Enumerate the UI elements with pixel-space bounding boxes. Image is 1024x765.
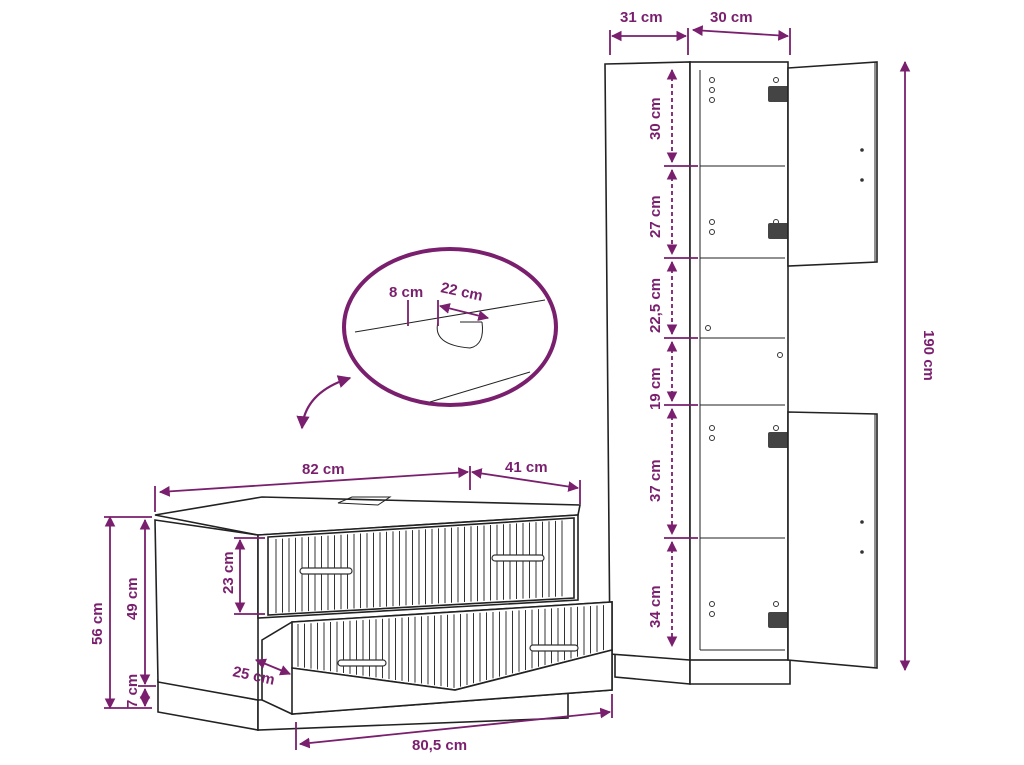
vanity-base-height-label: 7 cm xyxy=(124,674,141,708)
cutout-depth-label: 8 cm xyxy=(389,284,423,301)
tall-width-label: 30 cm xyxy=(710,9,753,26)
vanity-cabinet xyxy=(154,496,613,731)
shelf-5-label: 37 cm xyxy=(647,459,664,502)
shelf-6-label: 34 cm xyxy=(647,585,664,628)
shelf-3-label: 22,5 cm xyxy=(647,278,664,333)
shelf-1-label: 30 cm xyxy=(647,97,664,140)
vanity-total-height-label: 56 cm xyxy=(89,602,106,645)
tall-depth-label: 31 cm xyxy=(620,9,663,26)
vanity-depth-label: 41 cm xyxy=(505,459,548,476)
drawer-height-label: 23 cm xyxy=(220,551,237,594)
tall-cabinet xyxy=(604,61,878,685)
shelf-2-label: 27 cm xyxy=(647,195,664,238)
vanity-body-height-label: 49 cm xyxy=(124,577,141,620)
shelf-4-label: 19 cm xyxy=(647,367,664,410)
tall-height-label: 190 cm xyxy=(920,330,937,381)
vanity-width-label: 82 cm xyxy=(302,461,345,478)
cutout-callout: 8 cm 22 cm xyxy=(296,247,558,430)
curved-arrow-icon xyxy=(296,375,352,430)
drawer-width-label: 80,5 cm xyxy=(412,737,467,754)
tall-cabinet-dimensions: 31 cm 30 cm 190 cm 30 cm 27 cm 22,5 cm 1… xyxy=(609,9,937,672)
